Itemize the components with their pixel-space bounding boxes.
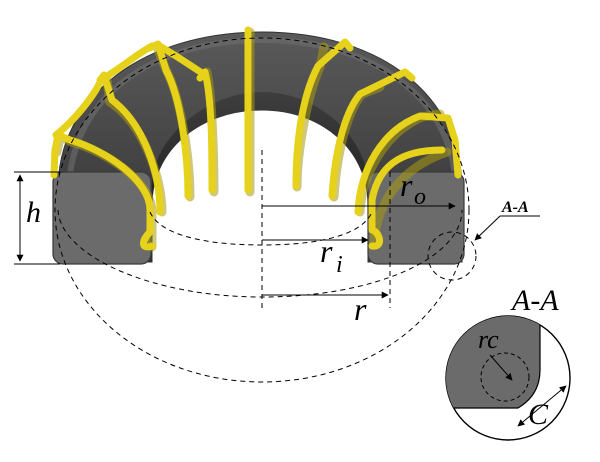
dimension-lines xyxy=(14,171,540,299)
label-ri: r xyxy=(320,233,333,269)
winding-turn-8 xyxy=(354,112,462,216)
label-h: h xyxy=(26,196,41,229)
label-rc: rc xyxy=(478,325,499,354)
winding-turn-2 xyxy=(96,71,164,216)
construction-lines xyxy=(54,37,477,383)
winding-turn-3 xyxy=(146,40,192,200)
winding-turn-1 xyxy=(50,131,156,251)
label-ro: r xyxy=(400,167,413,203)
toroid-core xyxy=(52,31,465,265)
windings xyxy=(50,26,462,252)
section-title: A-A xyxy=(510,284,559,317)
label-ro-subscript: o xyxy=(414,184,426,210)
label-r: r xyxy=(354,291,367,327)
label-ri-subscript: i xyxy=(336,252,343,278)
label-c: C xyxy=(528,398,549,431)
section-detail: A-A rc C xyxy=(445,284,571,441)
winding-turn-7 xyxy=(328,68,416,200)
winding-turn-6 xyxy=(292,38,354,190)
winding-turn-9 xyxy=(368,146,446,250)
section-callout-label: A-A xyxy=(501,199,529,216)
